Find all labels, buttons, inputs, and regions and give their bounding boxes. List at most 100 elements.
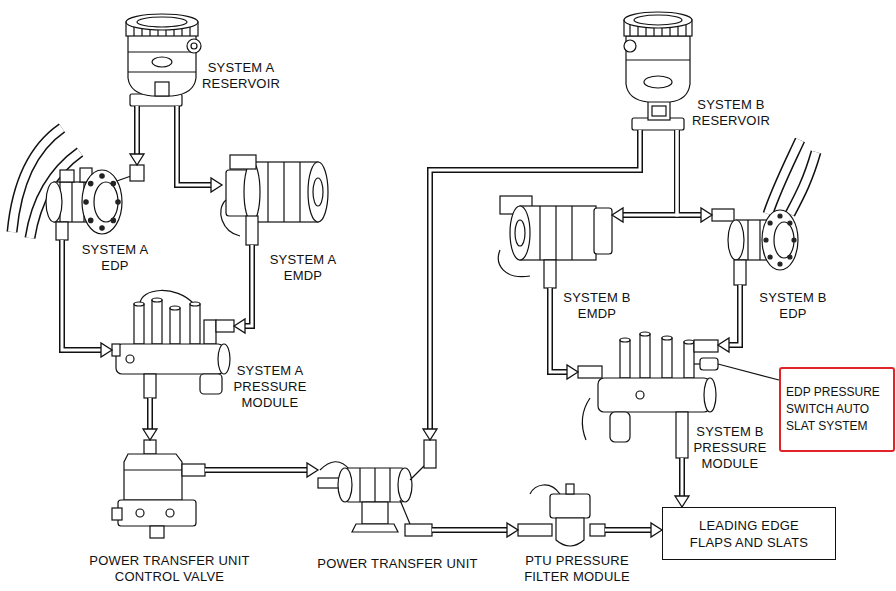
pressure-module-a-drawing-part bbox=[126, 355, 134, 363]
flow-arrowhead bbox=[130, 154, 144, 165]
ptu-control-valve-drawing-part bbox=[166, 509, 174, 517]
ptu-drawing-part bbox=[410, 466, 424, 480]
label-holder: SYSTEM A EMDP bbox=[258, 252, 348, 284]
ptu-drawing-part bbox=[362, 502, 388, 524]
hydraulic-line bbox=[605, 527, 652, 533]
edp-a-drawing-part bbox=[116, 200, 120, 204]
pump-component: SYSTEM A EDP bbox=[40, 165, 140, 240]
component-label: POWER TRANSFER UNIT CONTROL VALVE bbox=[77, 553, 262, 585]
flow-arrowhead bbox=[101, 343, 112, 357]
hydraulic-line-bore bbox=[149, 398, 152, 430]
reservoir-a-drawing-part bbox=[128, 34, 196, 96]
emdp-a-drawing-part bbox=[246, 216, 258, 245]
pressure-module-a-drawing-part bbox=[190, 304, 200, 344]
ptu-control-valve-drawing-part bbox=[136, 509, 144, 517]
reservoir-a-drawing-part bbox=[126, 14, 198, 30]
component-label: SYSTEM A EDP bbox=[70, 242, 160, 274]
edp-b-drawing-part bbox=[748, 220, 760, 260]
reservoir-b-drawing-part bbox=[644, 76, 672, 88]
pressure-module-a-drawing-part bbox=[140, 290, 194, 304]
component-label: POWER TRANSFER UNIT bbox=[305, 556, 490, 572]
emdp-a-drawing-part bbox=[268, 162, 300, 222]
reservoir-a-drawing-part bbox=[128, 71, 196, 72]
ptu-control-valve-drawing-part bbox=[144, 440, 156, 454]
callout-box: EDP PRESSURE SWITCH AUTO SLAT SYSTEM bbox=[779, 367, 895, 452]
pressure-module-a-drawing-part bbox=[152, 298, 162, 302]
component-label: PTU PRESSURE FILTER MODULE bbox=[517, 553, 637, 585]
pressure-module-a-drawing-part bbox=[152, 300, 162, 344]
pressure-module-b-drawing-part bbox=[620, 338, 630, 342]
pump-component: SYSTEM B EDP bbox=[712, 195, 805, 285]
pressure-module-b-drawing-part bbox=[636, 391, 644, 399]
filter-module-drawing-part bbox=[518, 524, 552, 536]
ptu-control-valve-drawing-part bbox=[112, 508, 122, 520]
flow-arrowhead bbox=[675, 496, 689, 507]
ptu-drawing-part bbox=[398, 468, 412, 502]
component-label: SYSTEM B PRESSURE MODULE bbox=[685, 424, 775, 472]
edp-a-drawing bbox=[12, 128, 144, 240]
ptu-control-valve-drawing-part bbox=[150, 526, 164, 538]
pressure-module-b-drawing-part bbox=[694, 340, 718, 352]
edp-a-drawing-part bbox=[82, 170, 122, 234]
edp-a-drawing-part bbox=[94, 182, 118, 222]
hydraulic-line bbox=[728, 285, 740, 345]
pressure-module-b-drawing-part bbox=[700, 358, 718, 370]
reservoir-b-drawing bbox=[624, 12, 692, 130]
leader-line bbox=[718, 364, 779, 380]
ptu-drawing-part bbox=[345, 468, 405, 502]
ptu-drawing-part bbox=[400, 500, 410, 524]
hydraulic-line-bore bbox=[136, 106, 139, 155]
emdp-a-drawing-part bbox=[313, 178, 323, 206]
pressure-module-a-drawing-part bbox=[144, 374, 156, 398]
hydraulic-line-bore bbox=[205, 469, 308, 472]
emdp-a-drawing-part bbox=[221, 200, 240, 236]
hydraulic-line bbox=[177, 106, 212, 185]
pipe-outline-layer bbox=[62, 106, 779, 530]
pressure-module-b-drawing-part bbox=[684, 342, 694, 378]
edp-b-drawing-part bbox=[734, 260, 746, 285]
reservoir-a-drawing bbox=[126, 14, 201, 106]
pressure-module-b-drawing-part bbox=[640, 334, 650, 378]
reservoir-a-drawing-part bbox=[137, 17, 187, 27]
module-component: SYSTEM B PRESSURE MODULE bbox=[578, 330, 718, 458]
ptu-control-valve-drawing bbox=[112, 440, 205, 538]
ptu-drawing-part bbox=[424, 440, 436, 468]
ptu-drawing-part bbox=[360, 468, 390, 502]
pressure-module-b-drawing-part bbox=[704, 378, 716, 412]
hydraulic-line-bore bbox=[605, 529, 652, 532]
hydraulic-line bbox=[622, 130, 677, 215]
flow-arrowhead bbox=[423, 429, 437, 440]
filter-module-drawing-part bbox=[530, 485, 560, 494]
flow-arrowhead bbox=[651, 523, 662, 537]
filter-module-drawing-part bbox=[556, 518, 584, 546]
emdp-b-drawing-part bbox=[520, 206, 596, 260]
hydraulic-line-bore bbox=[177, 106, 212, 185]
pressure-module-b-drawing-part bbox=[620, 340, 630, 378]
flow-arrowhead bbox=[612, 208, 623, 222]
hydraulic-line bbox=[677, 130, 702, 215]
edp-b-drawing-part bbox=[788, 221, 792, 225]
edp-b-drawing-part bbox=[728, 220, 744, 260]
pressure-module-a-drawing-part bbox=[204, 320, 216, 344]
edp-b-drawing-part bbox=[764, 238, 768, 242]
filter-module-drawing-part bbox=[590, 524, 605, 536]
filter-component: PTU PRESSURE FILTER MODULE bbox=[518, 478, 605, 552]
edp-a-drawing-part bbox=[56, 222, 68, 240]
edp-a-drawing-part bbox=[89, 218, 93, 222]
edp-a-drawing-part bbox=[60, 170, 74, 182]
reservoir-component: SYSTEM B RESERVOIR bbox=[625, 10, 692, 130]
emdp-a-drawing-part bbox=[308, 162, 328, 222]
reservoir-b-drawing-part bbox=[624, 40, 636, 52]
ptu-drawing-part bbox=[405, 524, 432, 536]
pressure-module-b-drawing-part bbox=[578, 366, 602, 378]
label-holder: SYSTEM A RESERVOIR bbox=[196, 60, 286, 92]
emdp-b-drawing-part bbox=[540, 206, 572, 260]
flow-arrowhead bbox=[211, 178, 222, 192]
pump-component: SYSTEM A EMDP bbox=[222, 152, 330, 245]
hydraulic-line-bore bbox=[677, 130, 702, 215]
hydraulic-line bbox=[432, 527, 508, 533]
hydraulic-line bbox=[244, 245, 252, 326]
reservoir-component: SYSTEM A RESERVOIR bbox=[125, 10, 200, 106]
module-component: SYSTEM A PRESSURE MODULE bbox=[112, 296, 234, 398]
